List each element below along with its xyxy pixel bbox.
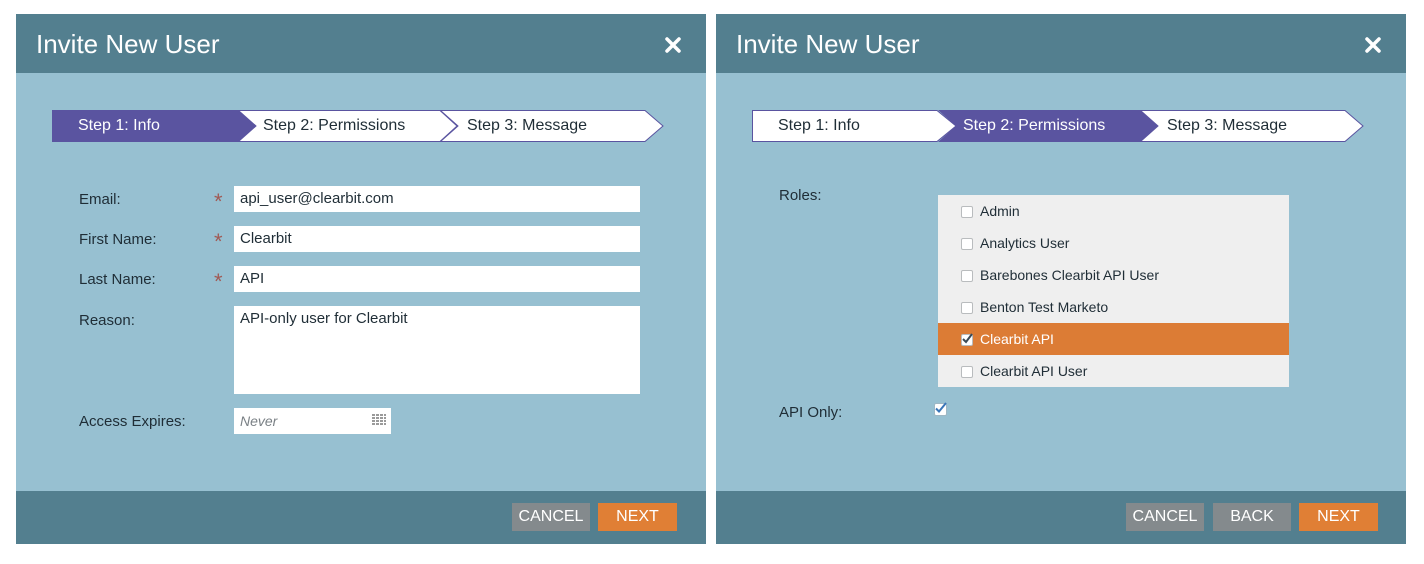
role-label: Analytics User xyxy=(980,235,1070,251)
role-label: Benton Test Marketo xyxy=(980,299,1109,315)
step-label: Step 3: Message xyxy=(1167,117,1288,134)
invite-user-dialog-step1: Invite New User Step 1: Info Step 2: Per… xyxy=(16,14,706,544)
roles-list: Admin Analytics User Barebones Clearbit … xyxy=(938,195,1289,387)
email-label: Email: xyxy=(79,191,121,208)
close-icon[interactable] xyxy=(1364,36,1382,54)
next-button[interactable]: NEXT xyxy=(1299,503,1378,531)
step-info[interactable]: Step 1: Info xyxy=(752,110,957,142)
step-label: Step 1: Info xyxy=(78,117,160,134)
required-marker: * xyxy=(214,189,223,214)
checkbox[interactable] xyxy=(961,302,973,314)
step-progress: Step 1: Info Step 2: Permissions Step 3:… xyxy=(52,110,664,142)
step-message[interactable]: Step 3: Message xyxy=(1140,110,1364,142)
api-only-checkbox[interactable] xyxy=(934,402,947,416)
cancel-button[interactable]: CANCEL xyxy=(512,503,590,531)
dialog-title: Invite New User xyxy=(736,29,920,59)
step-info[interactable]: Step 1: Info xyxy=(52,110,257,142)
last-name-field[interactable]: API xyxy=(234,266,640,292)
close-icon[interactable] xyxy=(664,36,682,54)
role-item-analytics-user[interactable]: Analytics User xyxy=(938,227,1289,259)
dialog-title: Invite New User xyxy=(36,29,220,59)
role-item-clearbit-api-user[interactable]: Clearbit API User xyxy=(938,355,1289,387)
reason-textarea[interactable]: API-only user for Clearbit xyxy=(234,306,640,394)
step-label: Step 2: Permissions xyxy=(963,117,1106,134)
first-name-field[interactable]: Clearbit xyxy=(234,226,640,252)
invite-user-dialog-step2: Invite New User Step 1: Info Step 2: Per… xyxy=(716,14,1406,544)
checkmark-icon xyxy=(935,402,947,413)
first-name-label: First Name: xyxy=(79,231,157,248)
checkbox[interactable] xyxy=(961,238,973,250)
step-progress: Step 1: Info Step 2: Permissions Step 3:… xyxy=(752,110,1364,142)
dialog-header: Invite New User xyxy=(716,14,1406,73)
dialog-header: Invite New User xyxy=(16,14,706,73)
role-label: Barebones Clearbit API User xyxy=(980,267,1159,283)
checkbox[interactable] xyxy=(961,366,973,378)
role-label: Clearbit API xyxy=(980,331,1054,347)
dialog-footer: CANCEL NEXT xyxy=(16,491,706,544)
access-expires-label: Access Expires: xyxy=(79,413,186,430)
required-marker: * xyxy=(214,229,223,254)
step-permissions[interactable]: Step 2: Permissions xyxy=(938,110,1158,142)
checkmark-icon xyxy=(962,333,973,344)
step-label: Step 1: Info xyxy=(778,117,860,134)
email-field[interactable]: api_user@clearbit.com xyxy=(234,186,640,212)
dialog-footer: CANCEL BACK NEXT xyxy=(716,491,1406,544)
date-placeholder: Never xyxy=(240,413,278,429)
back-button[interactable]: BACK xyxy=(1213,503,1291,531)
step-permissions[interactable]: Step 2: Permissions xyxy=(238,110,458,142)
checkbox-checked[interactable] xyxy=(961,333,973,346)
checkbox[interactable] xyxy=(961,270,973,282)
cancel-button[interactable]: CANCEL xyxy=(1126,503,1204,531)
role-item-clearbit-api[interactable]: Clearbit API xyxy=(938,323,1289,355)
role-item-admin[interactable]: Admin xyxy=(938,195,1289,227)
step-label: Step 2: Permissions xyxy=(263,117,406,134)
api-only-label: API Only: xyxy=(779,404,843,421)
role-item-barebones-clearbit-api-user[interactable]: Barebones Clearbit API User xyxy=(938,259,1289,291)
access-expires-date-input[interactable]: Never xyxy=(234,408,391,434)
roles-label: Roles: xyxy=(779,187,822,204)
reason-label: Reason: xyxy=(79,312,135,329)
required-marker: * xyxy=(214,269,223,294)
next-button[interactable]: NEXT xyxy=(598,503,677,531)
step-label: Step 3: Message xyxy=(467,117,588,134)
step-message[interactable]: Step 3: Message xyxy=(440,110,664,142)
checkbox[interactable] xyxy=(961,206,973,218)
calendar-icon[interactable] xyxy=(371,413,387,427)
last-name-label: Last Name: xyxy=(79,271,156,288)
role-label: Clearbit API User xyxy=(980,363,1088,379)
role-item-benton-test-marketo[interactable]: Benton Test Marketo xyxy=(938,291,1289,323)
role-label: Admin xyxy=(980,203,1020,219)
